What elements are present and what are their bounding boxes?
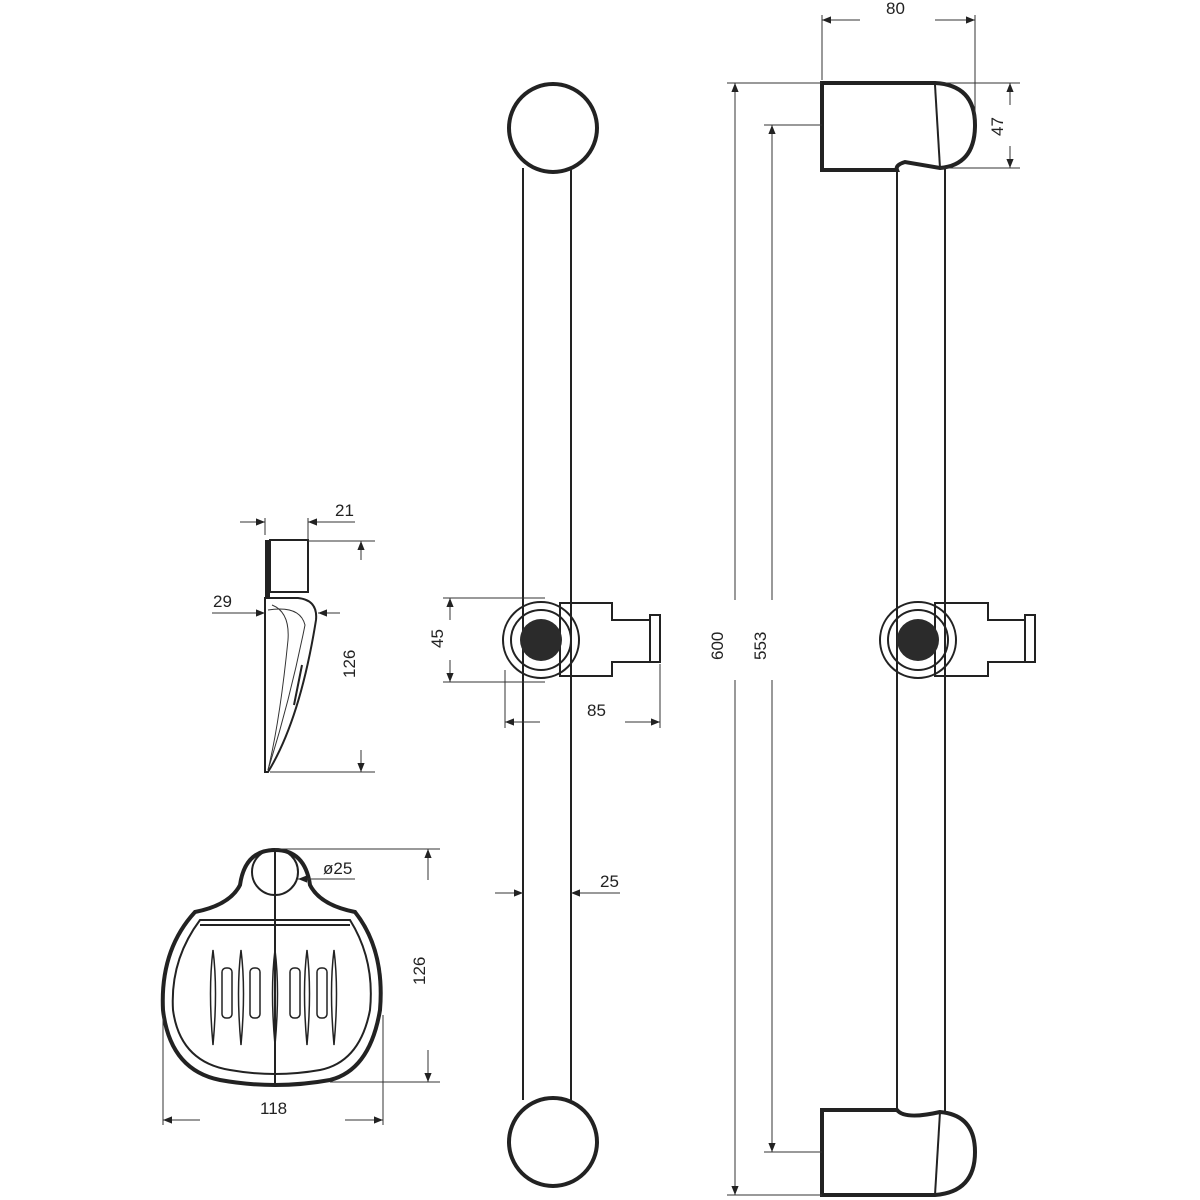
- dim-soap-front-width: 118: [260, 1099, 287, 1118]
- soap-dish-front-view: ø25 126 118: [160, 847, 440, 1125]
- dim-rail-diameter: 25: [600, 872, 619, 891]
- dim-bracket-height: 47: [988, 117, 1007, 136]
- dim-soap-side-depth: 21: [335, 501, 354, 520]
- dim-rail-mount-distance: 553: [751, 632, 770, 660]
- dim-soap-side-height: 126: [340, 650, 359, 678]
- dim-soap-front-hole: ø25: [323, 859, 352, 878]
- slider-knob: [520, 619, 562, 661]
- soap-dish-side-view: 21 29 126: [212, 501, 375, 773]
- dim-soap-front-height: 126: [410, 957, 429, 985]
- dim-bracket-width: 80: [886, 0, 905, 18]
- dim-slider-length: 85: [587, 701, 606, 720]
- dim-rail-total-length: 600: [708, 632, 727, 660]
- slider-knob: [897, 619, 939, 661]
- rail-side-view: 80 47 600 553: [708, 0, 1036, 1197]
- dim-soap-side-offset: 29: [213, 592, 232, 611]
- dim-slider-height: 45: [428, 629, 447, 648]
- rail-front-view: 45 85 25: [428, 82, 661, 1188]
